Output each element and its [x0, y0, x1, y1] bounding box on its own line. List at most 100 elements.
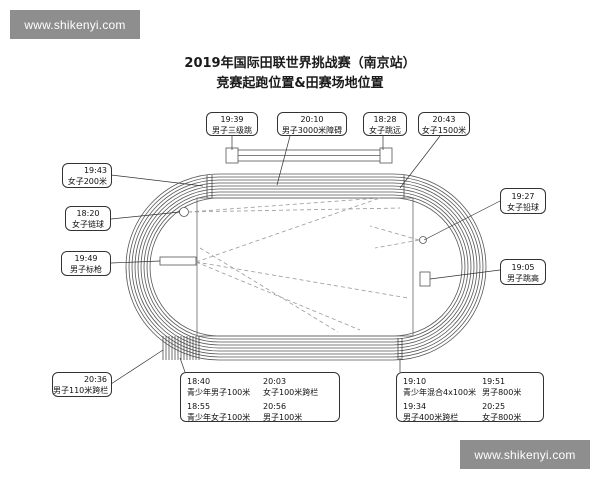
- event-name: 女子1500米: [421, 126, 467, 135]
- event-entry: 19:10 青少年混合4x100米: [403, 376, 476, 398]
- infield-rectangle: [196, 197, 414, 337]
- event-name: 男子标枪: [70, 265, 102, 274]
- hammer-circle: [179, 207, 189, 217]
- event-name: 女子800米: [482, 413, 522, 422]
- javelin-sector-line: [195, 261, 409, 299]
- event-box-backstretch-group: 19:10 青少年混合4x100米 19:51 男子800米 19:34 男子4…: [396, 372, 544, 422]
- watermark-top: www.shikenyi.com: [10, 10, 140, 39]
- event-box-hammer: 18:20 女子链球: [65, 206, 111, 231]
- shot-sector-line: [374, 239, 420, 249]
- event-box-long-jump: 18:28 女子跳远: [363, 112, 407, 136]
- event-name: 女子100米跨栏: [263, 388, 319, 397]
- event-name: 女子200米: [67, 177, 107, 186]
- event-name: 男子400米跨栏: [403, 413, 459, 422]
- leader-lines: [110, 135, 501, 385]
- event-time: 20:43: [432, 115, 456, 124]
- event-name: 男子100米: [263, 413, 303, 422]
- track-lane: [134, 182, 478, 352]
- shot-sector-line: [369, 225, 420, 241]
- event-box-javelin: 19:49 男子标枪: [61, 251, 111, 276]
- event-box-1500m: 20:43 女子1500米: [418, 112, 470, 136]
- event-name: 女子链球: [72, 220, 104, 229]
- hammer-sector-line: [187, 197, 381, 213]
- event-time: 20:25: [482, 402, 506, 411]
- track-lanes: [125, 173, 487, 361]
- start-line-marks: [162, 175, 405, 360]
- event-name: 女子跳远: [369, 126, 401, 135]
- event-name: 男子跳高: [507, 274, 539, 283]
- leader-javelin: [110, 260, 161, 264]
- event-name: 男子三级跳: [212, 126, 252, 135]
- track-lane: [131, 179, 481, 355]
- event-box-110m-hurdles: 20:36 男子110米跨栏: [52, 372, 112, 397]
- event-time: 18:20: [76, 209, 100, 218]
- javelin-sector-line: [199, 247, 339, 333]
- event-time: 20:03: [263, 377, 287, 386]
- event-name: 男子110米跨栏: [53, 386, 109, 395]
- event-entry: 19:34 男子400米跨栏: [403, 401, 476, 423]
- watermark-text: www.shikenyi.com: [24, 17, 126, 32]
- shot-put-circle: [419, 236, 427, 244]
- event-box-triple-jump: 19:39 男子三级跳: [206, 112, 258, 136]
- event-time: 19:39: [220, 115, 244, 124]
- event-time: 19:27: [511, 192, 535, 201]
- leader-steeplechase: [276, 135, 291, 186]
- event-time: 18:28: [373, 115, 397, 124]
- track-lane: [146, 194, 466, 340]
- track-lane: [140, 188, 472, 346]
- event-box-finish-group: 18:40 青少年男子100米 20:03 女子100米跨栏 18:55 青少年…: [180, 372, 340, 422]
- leader-hammer: [110, 211, 181, 220]
- leader-shot-put: [423, 200, 501, 241]
- sand-pit-right: [379, 147, 393, 164]
- jump-runway-top: [225, 147, 393, 164]
- event-time: 18:55: [187, 402, 211, 411]
- watermark-text: www.shikenyi.com: [474, 447, 576, 462]
- event-name: 青少年男子100米: [187, 388, 251, 397]
- event-time: 20:10: [300, 115, 324, 124]
- event-entry: 20:25 女子800米: [482, 401, 537, 423]
- event-name: 青少年女子100米: [187, 413, 251, 422]
- javelin-runway: [159, 256, 197, 266]
- track-lane-outer: [125, 173, 487, 361]
- throwing-sectors: [187, 197, 420, 333]
- high-jump-mat: [419, 271, 431, 287]
- sand-pit-left: [225, 147, 239, 164]
- event-time: 18:40: [187, 377, 211, 386]
- event-time: 20:36: [83, 375, 107, 384]
- javelin-sector-line: [195, 261, 361, 331]
- event-entry: 18:40 青少年男子100米: [187, 376, 257, 398]
- event-name: 女子铅球: [507, 203, 539, 212]
- hammer-sector-line: [187, 207, 401, 213]
- leader-110mh: [110, 349, 164, 385]
- event-entry: 19:51 男子800米: [482, 376, 537, 398]
- event-time: 19:51: [482, 377, 506, 386]
- event-time: 19:34: [403, 402, 427, 411]
- event-time: 19:49: [74, 254, 98, 263]
- title-line-2: 竞赛起跑位置&田赛场地位置: [216, 76, 384, 91]
- track-lane: [143, 191, 469, 343]
- leader-high-jump: [429, 269, 501, 280]
- javelin-runway-lane: [159, 256, 197, 266]
- leader-1500m: [399, 135, 441, 189]
- event-name: 男子3000米障碍: [281, 126, 343, 135]
- title-line-1: 2019年国际田联世界挑战赛（南京站）: [184, 56, 416, 71]
- event-name: 男子800米: [482, 388, 522, 397]
- event-entry: 20:03 女子100米跨栏: [263, 376, 333, 398]
- event-time: 19:43: [83, 166, 107, 175]
- event-time: 19:05: [511, 263, 535, 272]
- leader-finish: [179, 357, 186, 373]
- track-lane: [128, 176, 484, 358]
- javelin-sector-line: [195, 197, 381, 263]
- event-entry: 18:55 青少年女子100米: [187, 401, 257, 423]
- event-box-steeplechase: 20:10 男子3000米障碍: [277, 112, 347, 136]
- leader-200m: [110, 174, 204, 187]
- event-time: 19:10: [403, 377, 427, 386]
- watermark-bottom: www.shikenyi.com: [460, 440, 590, 469]
- event-entry: 20:56 男子100米: [263, 401, 333, 423]
- event-box-high-jump: 19:05 男子跳高: [500, 259, 546, 285]
- event-box-shot-put: 19:27 女子铅球: [500, 188, 546, 214]
- track-lane: [137, 185, 475, 349]
- event-time: 20:56: [263, 402, 287, 411]
- event-name: 青少年混合4x100米: [403, 388, 477, 397]
